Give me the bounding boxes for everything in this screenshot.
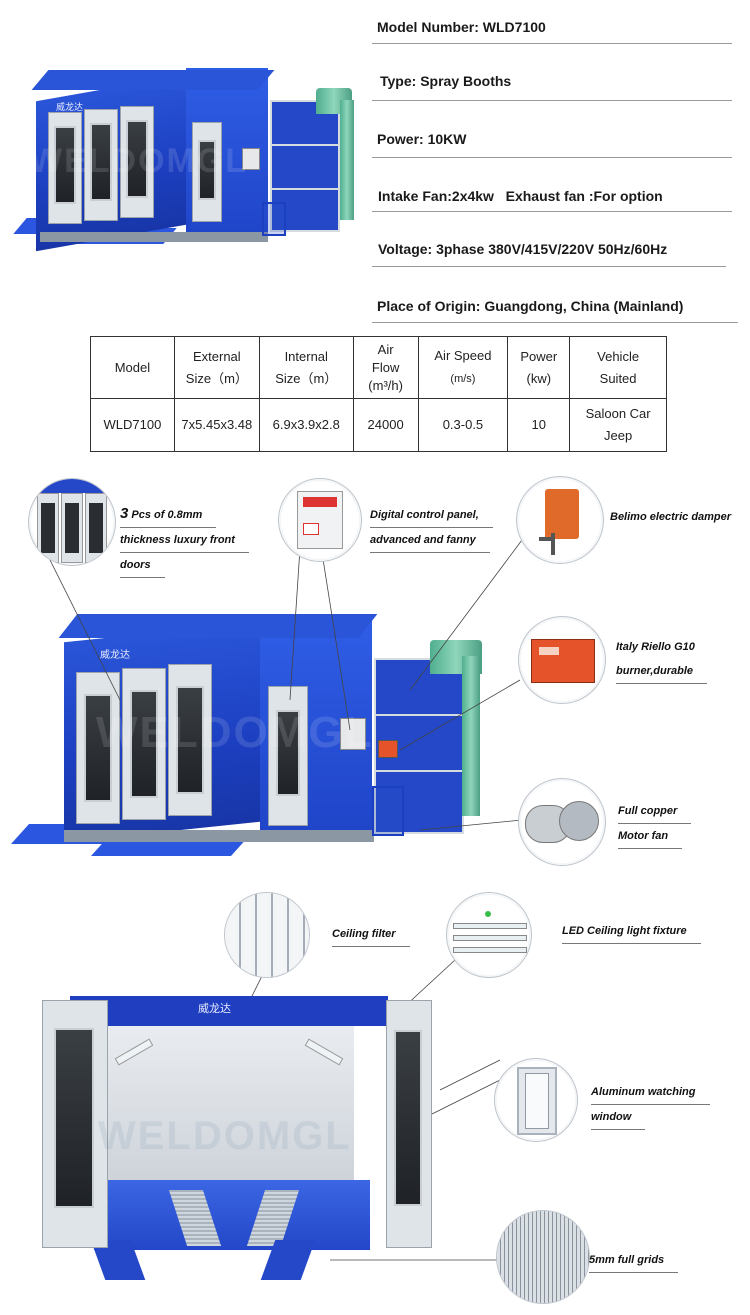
led-light-detail-photo <box>446 892 532 978</box>
table-header: Air Speed(m/s) <box>417 336 509 399</box>
booth-base <box>40 232 268 242</box>
spec-divider <box>372 211 732 212</box>
table-cell-internal: 6.9x3.9x2.8 <box>258 398 354 452</box>
side-door-window <box>276 710 300 796</box>
spray-booth-interior-photo: 威龙达 WELDOMGL <box>38 990 438 1290</box>
side-door <box>268 686 308 826</box>
logo-plate: 威龙达 <box>56 102 84 112</box>
spec-origin: Place of Origin: Guangdong, China (Mainl… <box>377 298 684 314</box>
door-window <box>54 126 76 204</box>
control-panel-detail-photo <box>278 478 362 562</box>
watermark: WELDOMGL <box>30 142 249 180</box>
callout-damper: Belimo electric damper <box>610 511 732 523</box>
filter-stand <box>372 786 404 836</box>
watermark: WELDOMGL <box>96 708 374 757</box>
table-cell-external: 7x5.45x3.48 <box>173 398 260 452</box>
booth-base <box>64 830 374 842</box>
spray-booth-feature-photo: 威龙达 WELDOMGL <box>0 600 520 870</box>
table-row: WLD7100 7x5.45x3.48 6.9x3.9x2.8 24000 0.… <box>90 398 667 452</box>
window-detail-photo <box>494 1058 578 1142</box>
table-cell-power: 10 <box>507 398 571 452</box>
callout-led-light: LED Ceiling light fixture <box>562 919 701 944</box>
interior-floor <box>94 1180 370 1250</box>
heat-unit-divider <box>374 714 464 716</box>
table-cell-model: WLD7100 <box>90 398 175 452</box>
callout-control-panel: Digital control panel, advanced and fann… <box>370 503 493 553</box>
logo-plate: 威龙达 <box>198 1003 231 1015</box>
spray-booth-exterior-photo: 威龙达 WELDOMGL <box>0 60 360 252</box>
open-door-left-window <box>54 1028 94 1208</box>
spec-divider <box>372 43 732 44</box>
table-cell-airflow: 24000 <box>352 398 419 452</box>
floor-grid-detail-photo <box>496 1210 590 1304</box>
open-door-right-window <box>394 1030 422 1206</box>
callout-window: Aluminum watching window <box>591 1080 710 1130</box>
callout-ceiling-filter: Ceiling filter <box>332 922 410 947</box>
control-box <box>242 148 260 170</box>
filter-stand <box>262 202 286 236</box>
logo-plate: 威龙达 <box>100 650 130 661</box>
callout-burner: Italy Riello G10 burner,durable <box>616 635 708 684</box>
door-window <box>84 694 112 802</box>
spec-intake-fan: Intake Fan:2x4kw Exhaust fan :For option <box>378 188 663 204</box>
spec-voltage: Voltage: 3phase 380V/415V/220V 50Hz/60Hz <box>378 241 668 257</box>
door-window <box>126 120 148 198</box>
callout-doors: 3 Pcs of 0.8mm thickness luxury front do… <box>120 502 249 578</box>
spec-power: Power: 10KW <box>377 131 467 147</box>
burner-box <box>378 740 398 758</box>
spec-divider <box>372 322 738 323</box>
heat-unit-divider <box>270 188 340 190</box>
callout-fan: Full copper Motor fan <box>618 799 692 849</box>
spec-divider <box>372 100 732 101</box>
doors-detail-photo <box>28 478 116 566</box>
exhaust-duct <box>340 100 354 220</box>
callout-grids: 5mm full grids <box>589 1248 679 1273</box>
table-header: Model <box>90 336 175 399</box>
exhaust-duct <box>462 656 480 816</box>
spec-model-number: Model Number: WLD7100 <box>377 19 546 35</box>
heat-unit <box>270 100 340 232</box>
table-cell-speed: 0.3-0.5 <box>417 398 509 452</box>
door-window <box>130 690 158 798</box>
burner-detail-photo <box>518 616 606 704</box>
table-header: Power(kw) <box>507 336 571 399</box>
side-door-window <box>198 140 216 200</box>
ceiling-filter-detail-photo <box>224 892 310 978</box>
spec-divider <box>372 157 732 158</box>
spec-type: Type: Spray Booths <box>380 73 512 89</box>
door-window <box>176 686 204 794</box>
fan-detail-photo <box>518 778 606 866</box>
heat-unit-divider <box>374 770 464 772</box>
damper-detail-photo <box>516 476 604 564</box>
spec-divider <box>372 266 726 267</box>
interior-ceiling <box>70 996 388 1026</box>
watermark: WELDOMGL <box>98 1114 352 1158</box>
door-window <box>90 123 112 201</box>
heat-unit-divider <box>270 144 340 146</box>
control-box <box>340 718 366 750</box>
